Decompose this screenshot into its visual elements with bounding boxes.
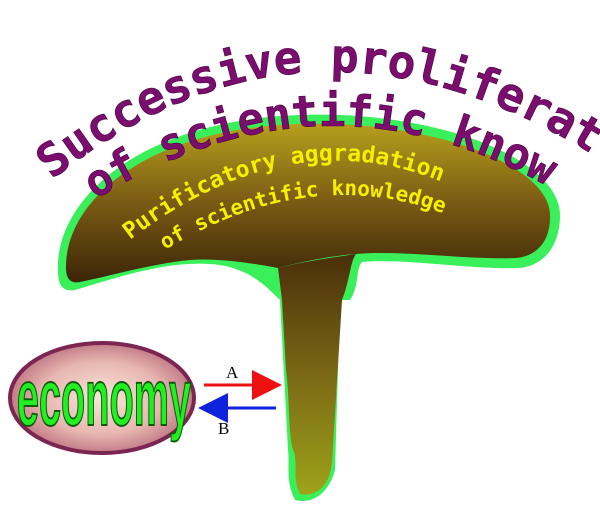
arrow-b: B <box>204 408 276 438</box>
arrow-b-label: B <box>218 419 229 438</box>
arrow-a-label: A <box>226 363 239 382</box>
arrow-a: A <box>204 363 276 385</box>
economy-node: economy <box>10 343 194 453</box>
economy-label: economy <box>17 354 191 443</box>
